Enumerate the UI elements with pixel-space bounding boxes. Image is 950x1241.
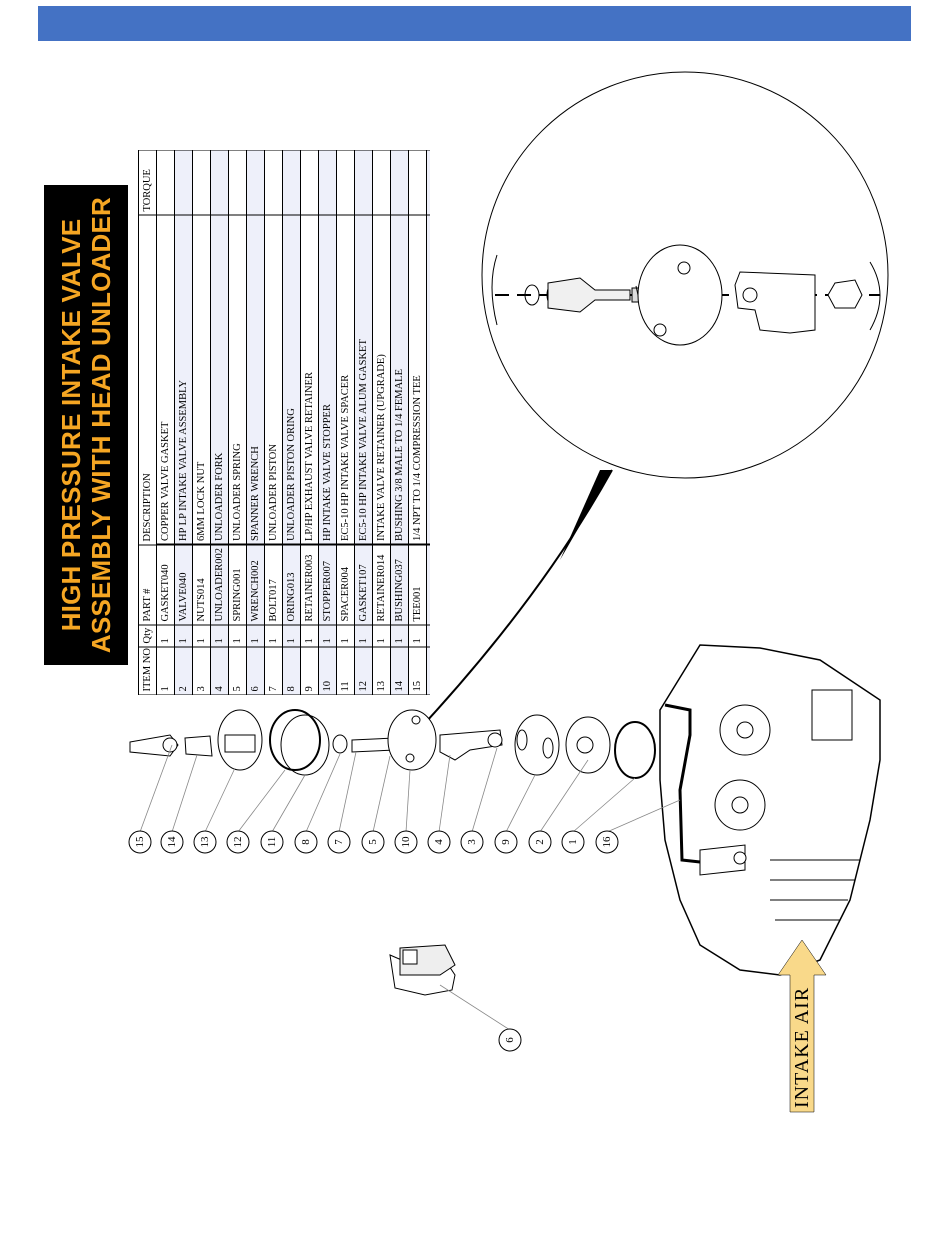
callout-circle (193, 830, 217, 854)
callout-circle (128, 830, 152, 854)
intake-air-label: INTAKE AIR (791, 987, 813, 1108)
exploded-parts (129, 709, 656, 996)
callout-label: 9 (500, 839, 512, 845)
callout-circle (294, 830, 318, 854)
callout-circle (160, 830, 184, 854)
title-box: HIGH PRESSURE INTAKE VALVE ASSEMBLY WITH… (44, 185, 128, 665)
callout-label: 6 (504, 1037, 516, 1043)
callout-label: 16 (601, 836, 613, 848)
callout-circle (226, 830, 250, 854)
detail-zoom-circle (481, 71, 889, 479)
callout-circle (494, 830, 518, 854)
callout-label: 11 (266, 837, 278, 848)
callout-circle (561, 830, 585, 854)
callout-circle (361, 830, 385, 854)
callout-circle (595, 830, 619, 854)
callout-label: 13 (199, 836, 211, 848)
callout-circle (460, 830, 484, 854)
intake-air-arrow: INTAKE AIR (777, 939, 827, 1113)
top-banner (38, 6, 911, 41)
callout-label: 4 (433, 839, 445, 845)
callout-label: 8 (300, 839, 312, 845)
callout-label: 5 (367, 839, 379, 845)
callout-label: 7 (333, 839, 345, 845)
callout-circle (260, 830, 284, 854)
callout-circle (498, 1028, 522, 1052)
callout-label: 15 (134, 836, 146, 848)
callout-circle (528, 830, 552, 854)
callout-label: 1 (567, 839, 579, 845)
callout-group: 15 14 13 12 11 8 7 5 10 4 3 9 2 1 16 6 (128, 830, 619, 1052)
callout-circle (394, 830, 418, 854)
callout-label: 14 (166, 836, 178, 848)
callout-label: 10 (400, 836, 412, 848)
callout-label: 3 (466, 839, 478, 845)
callout-label: 12 (232, 837, 244, 848)
callout-circle (327, 830, 351, 854)
callout-circle (427, 830, 451, 854)
callout-label: 2 (534, 839, 546, 845)
compressor-head (659, 644, 881, 976)
